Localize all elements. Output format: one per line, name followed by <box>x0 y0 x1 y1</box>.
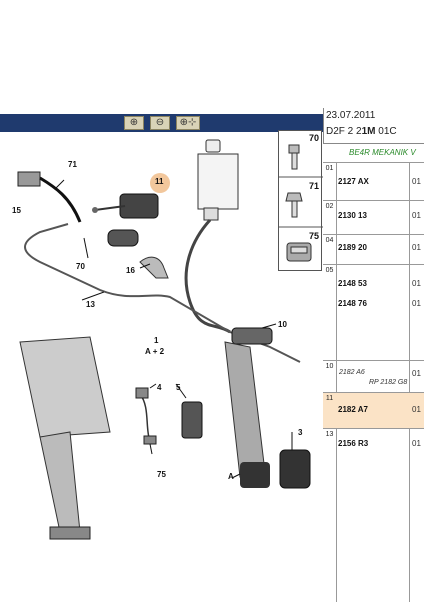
row-no: 05 <box>325 267 334 274</box>
label-5[interactable]: 5 <box>176 383 181 392</box>
fastener-panel: 70 71 75 <box>278 130 323 271</box>
row-no: 02 <box>325 203 334 210</box>
master-cylinder-icon <box>92 193 159 247</box>
zoom-fit-icon: ⊕⊹ <box>179 117 197 128</box>
table-row[interactable]: 02 2130 13 01 <box>323 200 424 234</box>
zoom-in-button[interactable]: ⊕ <box>124 116 144 130</box>
fastener-drawings <box>279 144 323 262</box>
label-70[interactable]: 70 <box>76 262 85 271</box>
bolt-71-icon <box>285 192 303 218</box>
pedal-switch-icon <box>17 171 82 223</box>
label-a[interactable]: A <box>228 472 234 481</box>
label-13[interactable]: 13 <box>86 300 95 309</box>
row-no: 11 <box>325 395 334 402</box>
zoom-fit-button[interactable]: ⊕⊹ <box>176 116 200 130</box>
label-1[interactable]: 1 <box>154 336 159 345</box>
row-no: 10 <box>325 363 334 370</box>
table-row[interactable]: 04 2189 20 01 <box>323 234 424 264</box>
row-ref-2: 2148 76 <box>338 299 367 308</box>
date-text: 23.07.2011 <box>326 110 376 121</box>
engine-band: BE4R MEKANIK V <box>349 148 416 157</box>
table-row[interactable]: 01 2127 AX 01 <box>323 162 424 200</box>
row-qty-2: 01 <box>412 299 421 308</box>
label-75[interactable]: 75 <box>157 470 166 479</box>
row-ref: 2182 A6 <box>339 369 365 376</box>
slave-cylinder-icon <box>231 327 273 345</box>
code-suffix: 01C <box>378 126 397 137</box>
diagram-code: D2F 2 21M 01C <box>326 126 397 137</box>
side-num-71: 71 <box>309 181 320 191</box>
label-10[interactable]: 10 <box>278 320 287 329</box>
code-prefix: D2F 2 2 <box>326 126 362 137</box>
code-bold: 1M <box>361 126 376 137</box>
row-ref: 2189 20 <box>338 243 367 252</box>
row-no: 01 <box>325 165 334 172</box>
label-11[interactable]: 11 <box>155 177 164 186</box>
table-row[interactable]: 10 2182 A6 01 RP 2182 G8 <box>323 360 424 392</box>
zoom-out-icon: ⊖ <box>155 117 165 128</box>
row-ref: 2127 AX <box>338 177 369 186</box>
label-15[interactable]: 15 <box>12 206 21 215</box>
label-71[interactable]: 71 <box>68 160 77 169</box>
row-no: 04 <box>325 237 334 244</box>
clip-75-icon <box>286 242 312 262</box>
row-qty: 01 <box>412 439 421 448</box>
row-ref-note: RP 2182 G8 <box>369 379 408 386</box>
side-num-70: 70 <box>309 133 320 143</box>
label-16[interactable]: 16 <box>126 266 135 275</box>
row-qty: 01 <box>412 243 421 252</box>
clutch-pedal-icon <box>224 341 270 488</box>
pedal-pad-icon <box>279 449 311 489</box>
table-row[interactable]: 05 2148 53 01 2148 76 01 <box>323 264 424 360</box>
row-ref: 2130 13 <box>338 211 367 220</box>
row-no: 13 <box>325 431 334 438</box>
header-panel: 23.07.2011 D2F 2 21M 01C <box>323 108 424 144</box>
label-a-plus-2[interactable]: A + 2 <box>145 347 165 356</box>
row-ref: 2182 A7 <box>338 405 368 414</box>
row-qty: 01 <box>412 211 421 220</box>
row-qty: 01 <box>412 369 421 378</box>
side-num-75: 75 <box>309 231 320 241</box>
pedal-box-icon <box>19 336 111 540</box>
row-ref: 2148 53 <box>338 279 367 288</box>
highlight-circle <box>150 173 170 193</box>
table-row-selected[interactable]: 11 2182 A7 01 <box>323 392 424 428</box>
fluid-reservoir-icon <box>197 139 239 221</box>
zoom-in-icon: ⊕ <box>129 117 139 128</box>
label-4[interactable]: 4 <box>157 383 162 392</box>
row-qty: 01 <box>412 405 421 414</box>
table-row[interactable]: 13 2156 R3 01 <box>323 428 424 602</box>
row-ref: 2156 R3 <box>338 439 369 448</box>
row-qty: 01 <box>412 279 421 288</box>
row-qty: 01 <box>412 177 421 186</box>
bolt-70-icon <box>288 144 300 170</box>
zoom-out-button[interactable]: ⊖ <box>150 116 170 130</box>
label-3[interactable]: 3 <box>298 428 303 437</box>
clutch-diagram <box>17 139 311 540</box>
